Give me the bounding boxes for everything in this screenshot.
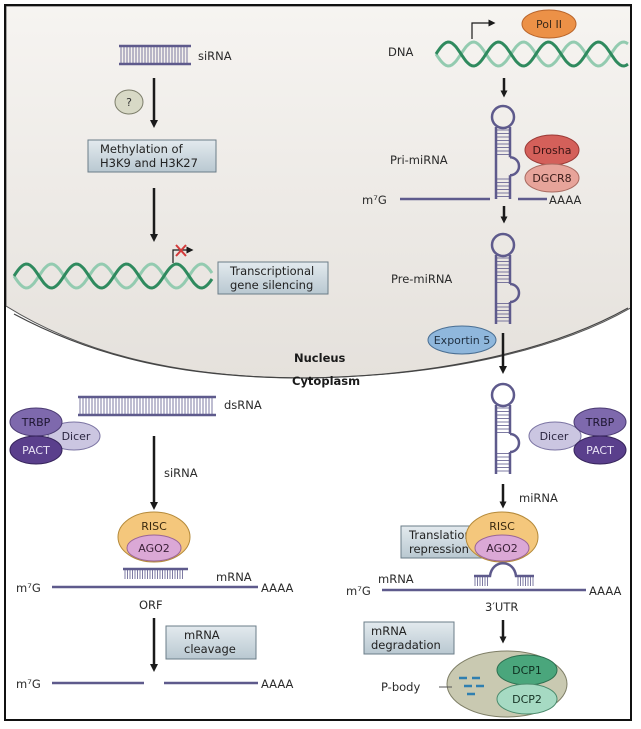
cleavage-box-line2: cleavage — [184, 642, 236, 656]
p-body: P-body DCP1 DCP2 — [381, 650, 568, 718]
risc-right: RISC AGO2 — [465, 511, 539, 563]
dna-strand-light — [12, 262, 214, 290]
dicer-complex-left: Dicer TRBP PACT — [9, 407, 101, 465]
degradation-box: mRNA degradation — [363, 621, 455, 655]
mrna-right-cap: m⁷G — [346, 584, 371, 598]
terminal-loop — [490, 382, 516, 408]
exportin-label: Exportin 5 — [434, 334, 491, 347]
risc-right-label: RISC — [489, 520, 515, 533]
pact-right-label: PACT — [586, 444, 614, 457]
dna-helix — [434, 40, 629, 68]
pri-mirna-hairpin — [490, 104, 521, 199]
risc-left-label: RISC — [141, 520, 167, 533]
sirna-label: siRNA — [198, 49, 232, 63]
dicer-right-label: Dicer — [540, 430, 569, 443]
trbp-right-label: TRBP — [585, 416, 615, 429]
dna-strand-dark — [434, 40, 629, 68]
cleavage-box-line1: mRNA — [184, 628, 220, 642]
terminal-loop — [490, 104, 516, 130]
mirna-guide-strand — [474, 562, 534, 578]
nuclear-envelope — [13, 307, 629, 379]
pact-left-label: PACT — [22, 444, 50, 457]
mrna-right-polya: AAAA — [589, 584, 622, 598]
internal-bulge — [509, 155, 521, 177]
mirna-bulged-guide — [474, 562, 534, 586]
internal-bulge — [509, 432, 521, 454]
dicer-complex-right: Dicer TRBP PACT — [528, 407, 627, 465]
internal-bulge — [509, 282, 521, 304]
diagram-frame: Nucleus Cytoplasm siRNA ? Methylation of… — [4, 4, 632, 721]
cleaved-cap: m⁷G — [16, 677, 41, 691]
block-x-icon — [175, 244, 187, 257]
cleavage-box: mRNA cleavage — [165, 625, 257, 660]
dcp2 — [496, 683, 558, 715]
dcp2-label: DCP2 — [512, 693, 542, 706]
dicer-left-label: Dicer — [62, 430, 91, 443]
pact-right — [573, 435, 627, 465]
dcp1-label: DCP1 — [512, 664, 542, 677]
nucleus-compartment — [6, 6, 630, 379]
methylation-box: Methylation of H3K9 and H3K27 — [87, 139, 217, 173]
mrna-left-label: mRNA — [216, 570, 252, 584]
pol-ii: Pol II — [521, 9, 577, 39]
repression-box-line1: Translational — [408, 528, 482, 542]
ago2-right-label: AGO2 — [486, 542, 518, 555]
methylation-box-line1: Methylation of — [100, 142, 184, 156]
p-body-label: P-body — [381, 680, 420, 694]
methylation-box-line2: H3K9 and H3K27 — [100, 156, 198, 170]
pathway-diagram: Nucleus Cytoplasm siRNA ? Methylation of… — [6, 6, 630, 718]
dsrna-duplex — [78, 395, 216, 417]
mrna-right-label: mRNA — [378, 572, 414, 586]
trbp-left-label: TRBP — [21, 416, 51, 429]
tgs-box-line1: Transcriptional — [229, 264, 314, 278]
dna-strand-dark — [12, 262, 214, 290]
ago2-right — [474, 534, 530, 562]
transcription-start-arrow — [471, 19, 496, 39]
silenced-dna-helix — [12, 262, 214, 290]
drosha: Drosha — [524, 134, 580, 166]
pre-mirna-label: Pre-miRNA — [391, 272, 452, 286]
cleaved-polya: AAAA — [261, 677, 294, 691]
dgcr8-label: DGCR8 — [532, 172, 571, 185]
pri-cap-label: m⁷G — [362, 193, 387, 207]
nuclear-sirna-duplex — [119, 44, 191, 66]
pact-left — [9, 435, 63, 465]
mrna-left-polya: AAAA — [261, 581, 294, 595]
ago2-left-label: AGO2 — [138, 542, 170, 555]
repression-box-line2: repression — [409, 542, 469, 556]
dna-label: DNA — [388, 45, 413, 59]
unknown-factor: ? — [114, 89, 144, 115]
degraded-rna-fragments — [459, 676, 484, 696]
dgcr8: DGCR8 — [524, 163, 580, 193]
dicer-left — [47, 421, 101, 451]
pri-polya-label: AAAA — [549, 193, 582, 207]
cytoplasm-label: Cytoplasm — [292, 374, 360, 388]
tgs-box: Transcriptional gene silencing — [217, 261, 329, 295]
risc-left: RISC AGO2 — [117, 511, 191, 563]
tgs-box-line2: gene silencing — [230, 278, 313, 292]
ago2-left — [126, 534, 182, 562]
mrna-left-cap: m⁷G — [16, 581, 41, 595]
orf-label: ORF — [139, 598, 163, 612]
drosha-label: Drosha — [533, 144, 572, 157]
dna-strand-light — [434, 40, 629, 68]
blocked-transcription-start — [172, 244, 194, 263]
utr-label: 3′UTR — [485, 600, 518, 614]
question-mark-icon: ? — [126, 96, 132, 109]
nucleus-label: Nucleus — [294, 351, 346, 365]
degradation-box-line1: mRNA — [371, 624, 407, 638]
dsrna-label: dsRNA — [224, 398, 262, 412]
cytoplasmic-pre-mirna-hairpin — [490, 382, 521, 474]
dicer-right — [528, 421, 582, 451]
pri-mirna-label: Pri-miRNA — [390, 153, 448, 167]
exportin-5: Exportin 5 — [427, 325, 497, 355]
mirna-arrow-label: miRNA — [519, 491, 558, 505]
sirna-guide-strand — [123, 567, 188, 579]
terminal-loop — [490, 232, 516, 258]
pre-mirna-hairpin — [490, 232, 521, 324]
pol-ii-label: Pol II — [536, 18, 562, 31]
degradation-box-line2: degradation — [371, 638, 441, 652]
sirna-arrow-label: siRNA — [164, 466, 198, 480]
